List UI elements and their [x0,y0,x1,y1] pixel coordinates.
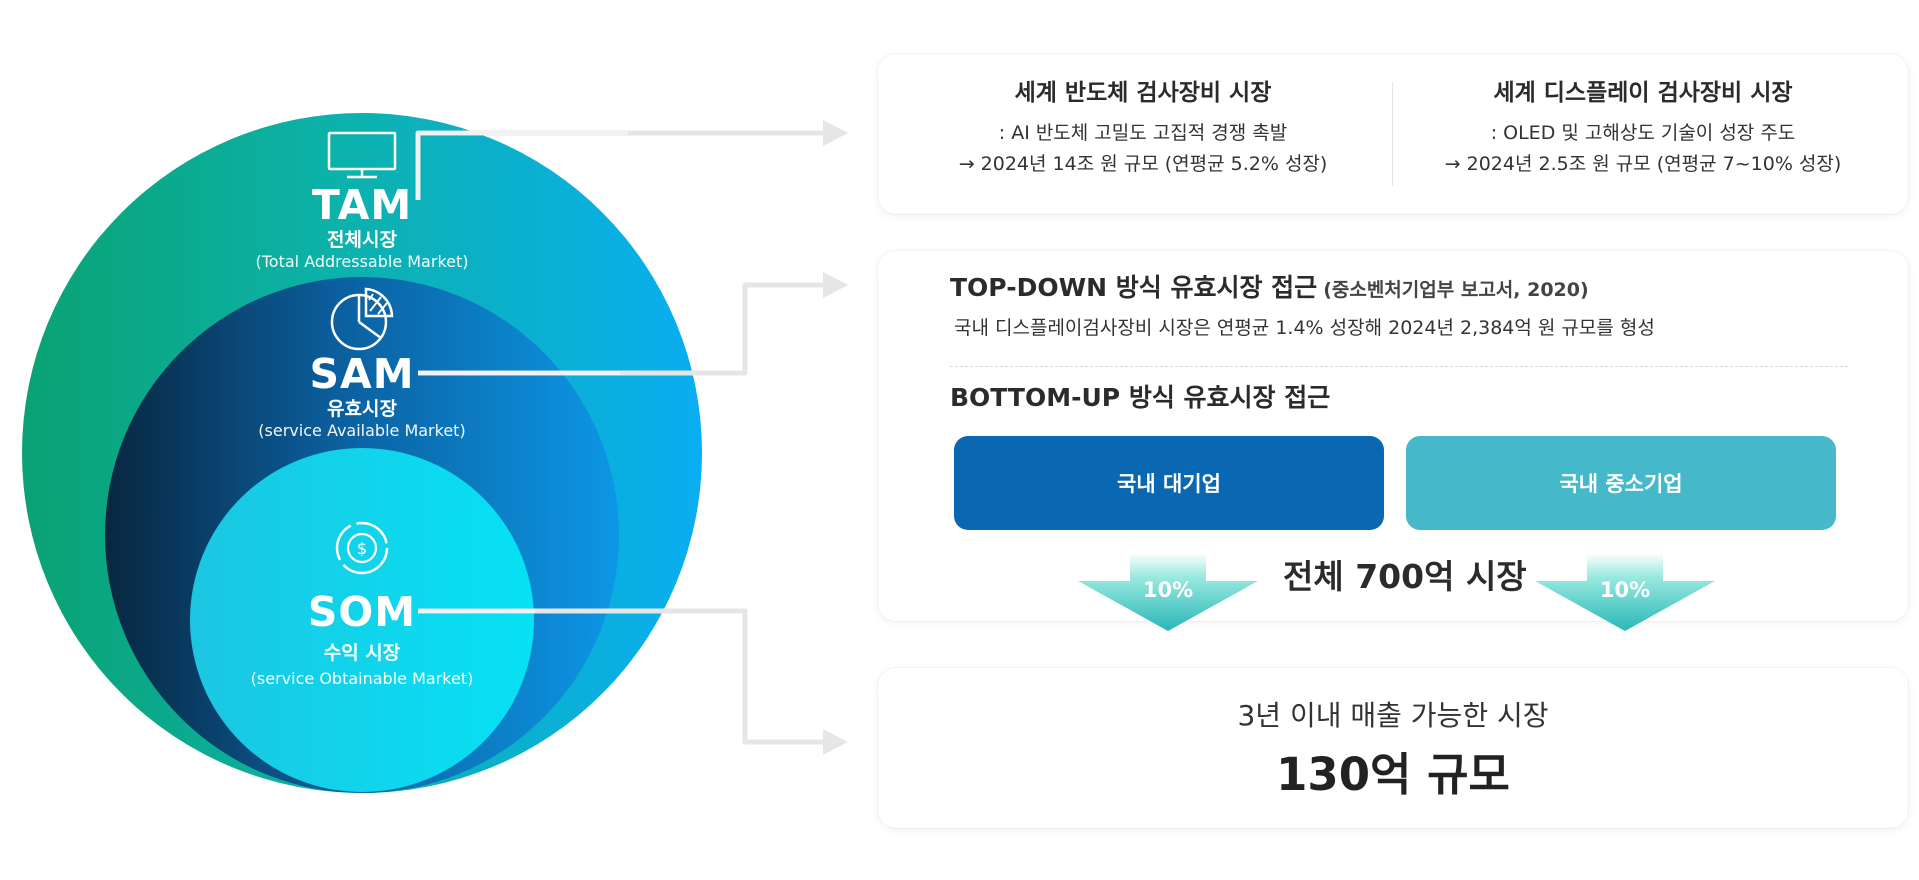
monitor-icon [327,131,397,179]
som-arrow-head [823,729,848,755]
sam-abbr: SAM [309,350,415,398]
total-market-label: 전체 700억 시장 [1283,557,1527,596]
display-line2: → 2024년 2.5조 원 규모 (연평균 7~10% 성장) [1444,153,1842,175]
section-divider [950,366,1848,367]
som-korean: 수익 시장 [323,642,401,664]
left-down-arrow [1078,553,1258,631]
tam-korean: 전체시장 [327,229,397,251]
semiconductor-market: 세계 반도체 검사장비 시장 : AI 반도체 고밀도 고집적 경쟁 촉발 → … [933,78,1353,180]
som-english: (service Obtainable Market) [250,669,474,688]
som-abbr: SOM [307,588,417,636]
som-circle [190,448,534,792]
display-title: 세계 디스플레이 검사장비 시장 [1493,80,1793,106]
som-subtitle: 3년 이내 매출 가능한 시장 [1237,699,1549,732]
tam-line-white [416,131,628,200]
topdown-description: 국내 디스플레이검사장비 시장은 연평균 1.4% 성장해 2024년 2,38… [954,317,1655,339]
tam-card-divider [1392,82,1393,186]
topdown-source: (중소벤처기업부 보고서, 2020) [1323,279,1589,301]
sme-box: 국내 중소기업 [1406,436,1836,530]
tam-card: 세계 반도체 검사장비 시장 : AI 반도체 고밀도 고집적 경쟁 촉발 → … [878,54,1908,214]
display-market: 세계 디스플레이 검사장비 시장 : OLED 및 고해상도 기술이 성장 주도… [1423,78,1863,180]
svg-text:$: $ [357,539,367,558]
sam-label-group: SAM 유효시장 (service Available Market) [212,354,512,441]
som-value: 130억 규모 [1276,748,1510,801]
semiconductor-title: 세계 반도체 검사장비 시장 [1014,80,1272,106]
display-line1: : OLED 및 고해상도 기술이 성장 주도 [1490,122,1796,144]
sam-card: TOP-DOWN 방식 유효시장 접근(중소벤처기업부 보고서, 2020) 국… [878,251,1908,621]
semiconductor-line2: → 2024년 14조 원 규모 (연평균 5.2% 성장) [958,153,1328,175]
left-percentage: 10% [1142,578,1194,602]
tam-english: (Total Addressable Market) [255,252,469,271]
som-connector [418,608,828,745]
som-label-group: SOM 수익 시장 (service Obtainable Market) [212,592,512,689]
pie-chart-icon [330,287,394,351]
sam-korean: 유효시장 [327,398,397,420]
tam-abbr: TAM [311,181,413,229]
dollar-chart-icon: $ [335,521,389,575]
tam-label-group: TAM 전체시장 (Total Addressable Market) [212,185,512,272]
sam-arrow-head [823,272,848,298]
som-card: 3년 이내 매출 가능한 시장 130억 규모 [878,668,1908,828]
semiconductor-line1: : AI 반도체 고밀도 고집적 경쟁 촉발 [998,122,1288,144]
sam-english: (service Available Market) [258,421,466,440]
topdown-title: TOP-DOWN 방식 유효시장 접근 [950,273,1318,302]
tam-arrow-head [823,120,848,146]
bottomup-title: BOTTOM-UP 방식 유효시장 접근 [950,383,1331,412]
right-down-arrow [1535,553,1715,631]
topdown-title-row: TOP-DOWN 방식 유효시장 접근(중소벤처기업부 보고서, 2020) [950,273,1589,305]
large-company-box: 국내 대기업 [954,436,1384,530]
right-percentage: 10% [1599,578,1651,602]
